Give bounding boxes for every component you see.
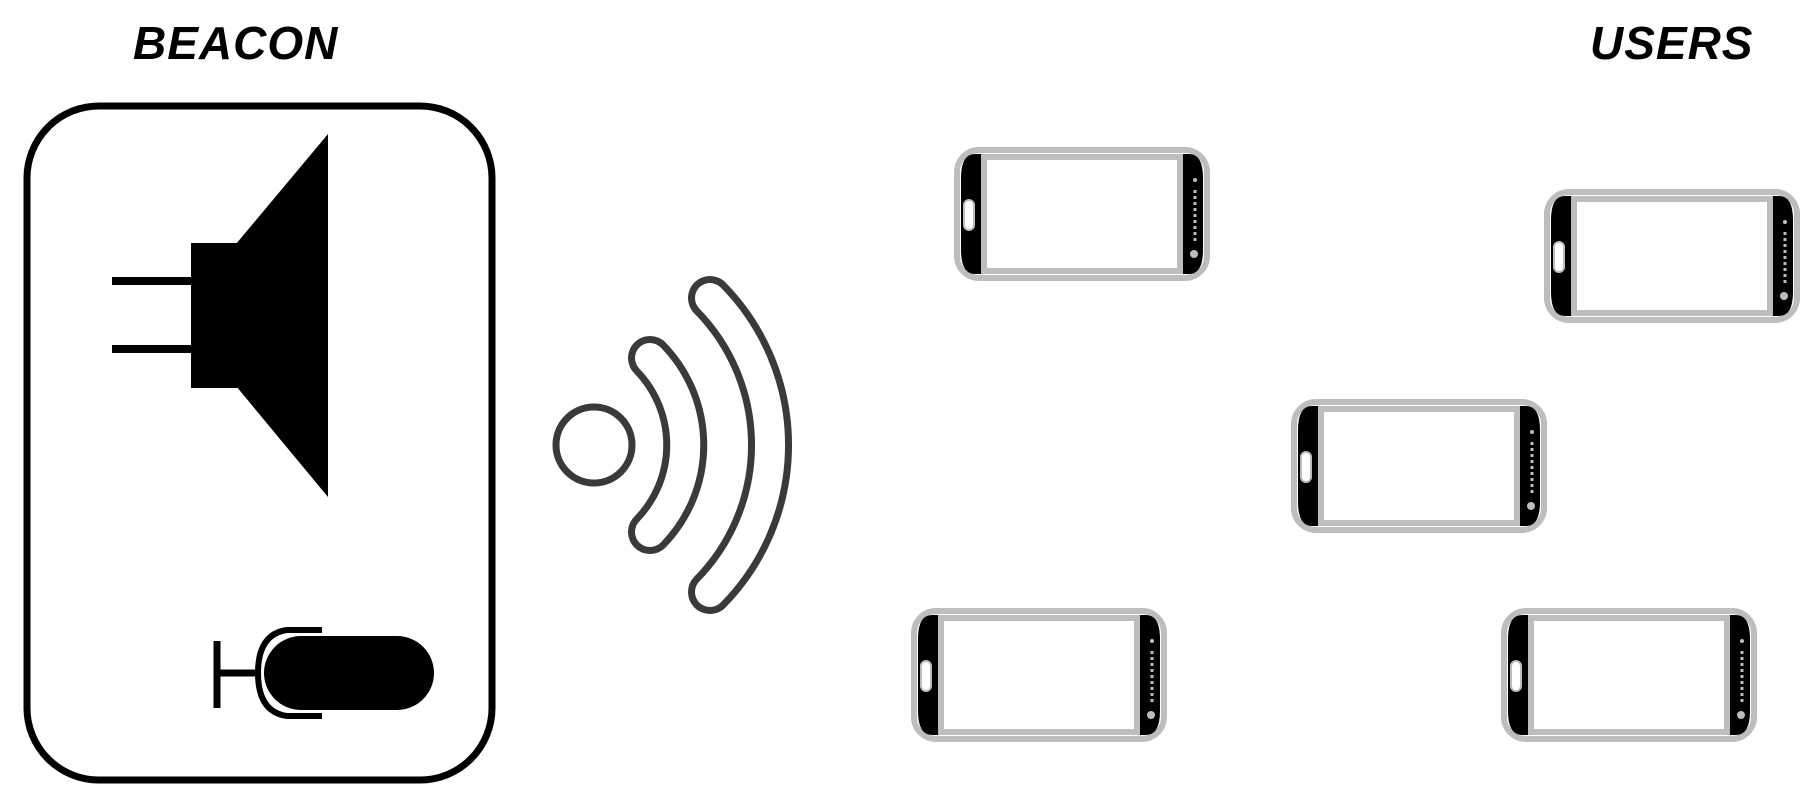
speaker-icon — [112, 134, 328, 497]
smartphone-icon — [1294, 402, 1544, 530]
microphone-icon — [213, 627, 434, 719]
smartphone-icon — [1504, 611, 1754, 739]
beacon-title: BEACON — [133, 17, 339, 69]
beacon-box — [23, 102, 496, 784]
smartphone-icon — [1547, 192, 1797, 320]
smartphone-icon — [914, 611, 1164, 739]
users-title: USERS — [1590, 17, 1754, 69]
wireless-signal-icon — [552, 276, 792, 614]
smartphone-icon — [957, 150, 1207, 278]
